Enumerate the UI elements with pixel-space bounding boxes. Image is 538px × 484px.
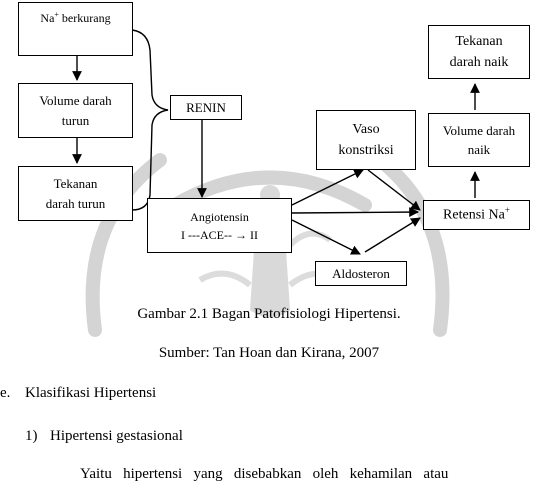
item-number: 1) xyxy=(25,428,38,444)
box-na-berkurang: Na+ berkurang xyxy=(18,2,133,56)
arrow-angiotensin-to-vaso xyxy=(291,169,364,206)
arrow-vaso-to-retensi xyxy=(367,169,421,211)
figure-source: Sumber: Tan Hoan dan Kirana, 2007 xyxy=(158,345,380,361)
figure-caption: Gambar 2.1 Bagan Patofisiologi Hipertens… xyxy=(137,306,401,322)
item-heading: Hipertensi gestasional xyxy=(50,428,183,444)
section-heading: Klasifikasi Hipertensi xyxy=(25,385,157,401)
arrow-angiotensin-to-aldosteron xyxy=(291,219,361,255)
brace xyxy=(131,29,169,211)
box-retensi-na: Retensi Na+ xyxy=(423,200,530,230)
body-paragraph: Yaitu hipertensi yang disebabkan oleh ke… xyxy=(80,466,449,482)
box-aldosteron: Aldosteron xyxy=(315,261,407,286)
section-marker: e. xyxy=(0,385,11,401)
box-renin: RENIN xyxy=(170,95,242,120)
arrow-angiotensin-to-retensi xyxy=(291,207,419,217)
arrow-aldosteron-to-retensi xyxy=(364,217,421,253)
